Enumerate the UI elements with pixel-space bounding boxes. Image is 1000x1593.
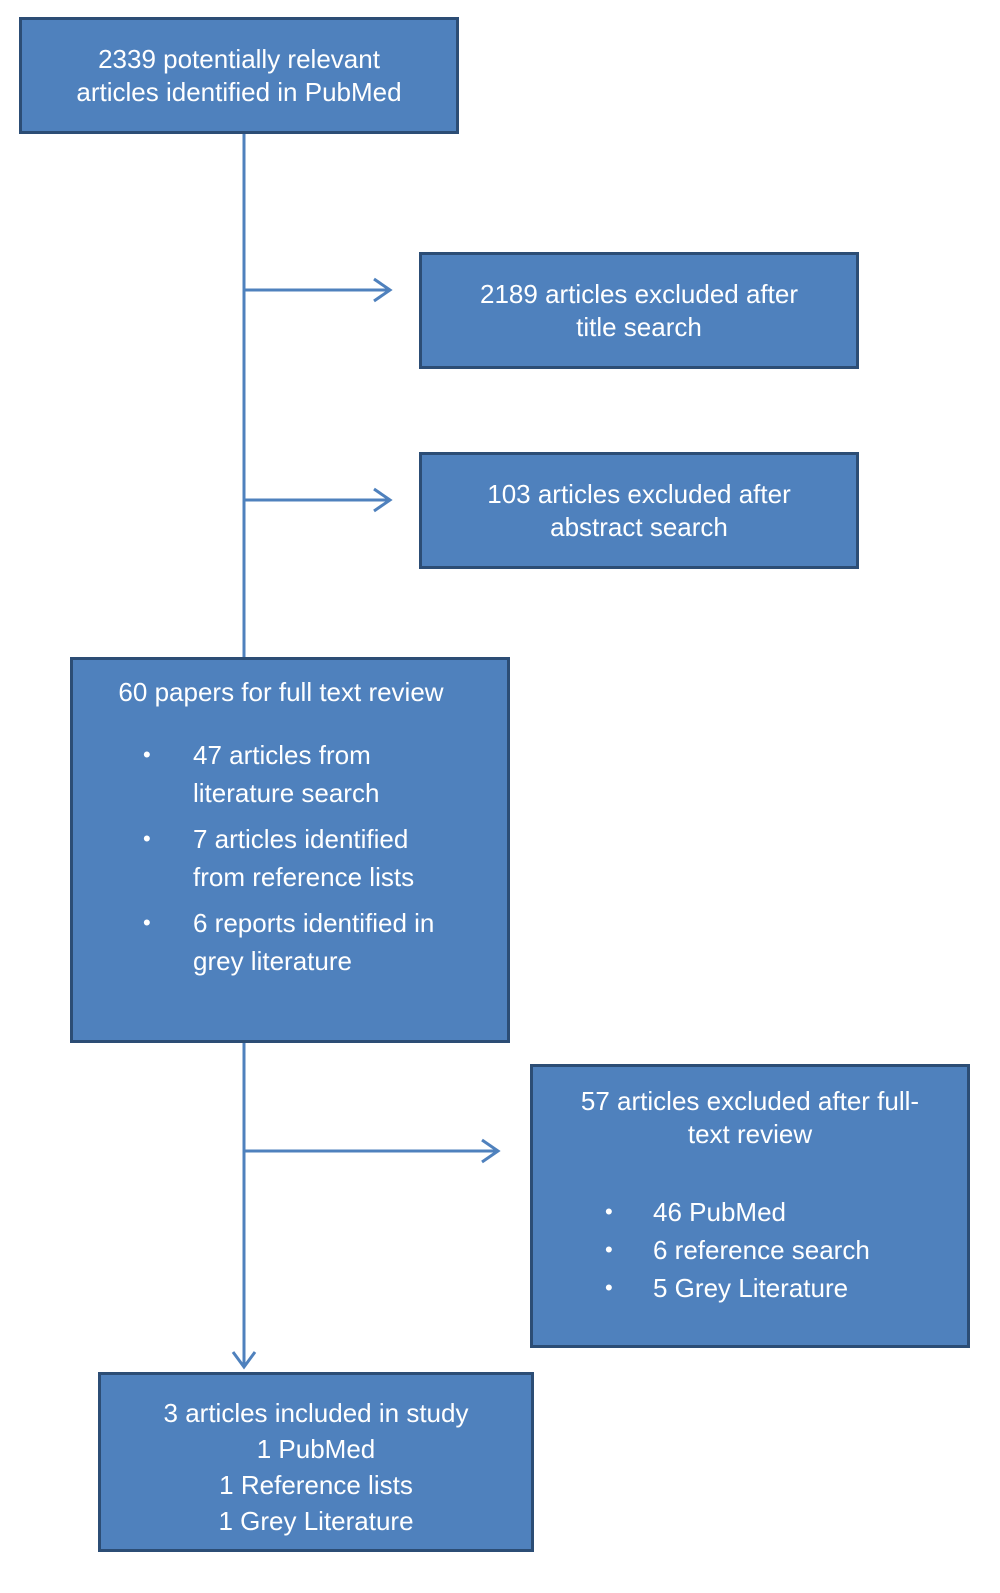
full-text-exclusion-item: • 6 reference search (533, 1231, 967, 1269)
full-text-review-item: • 47 articles from literature search (73, 736, 493, 812)
full-text-exclusion-item-label: 5 Grey Literature (653, 1273, 849, 1303)
full-text-review-item: • 7 articles identified from reference l… (73, 820, 493, 896)
full-text-exclusion-list: • 46 PubMed • 6 reference search • 5 Gre… (533, 1193, 967, 1307)
title-exclusion-line-2: title search (576, 311, 702, 342)
full-text-exclusion-item: • 46 PubMed (533, 1193, 967, 1231)
arrowhead-included (231, 1351, 257, 1370)
bullet-icon: • (605, 1199, 613, 1224)
full-text-exclusion-box: 57 articles excluded after full- text re… (530, 1064, 970, 1348)
bullet-icon: • (605, 1275, 613, 1300)
full-text-review-heading: 60 papers for full text review (118, 677, 444, 707)
identified-line-1: 2339 potentially relevant (98, 43, 380, 74)
abstract-exclusion-box: 103 articles excluded after abstract sea… (419, 452, 859, 569)
full-text-review-item-line-2: literature search (193, 778, 380, 808)
full-text-review-list: • 47 articles from literature search • 7… (73, 736, 507, 988)
full-text-exclusion-item-label: 46 PubMed (653, 1197, 786, 1227)
full-text-review-item-line-1: 6 reports identified in (193, 908, 435, 938)
abstract-exclusion-line-1: 103 articles excluded after (487, 478, 791, 509)
full-text-review-item-line-1: 7 articles identified (193, 824, 409, 854)
included-line-1: 3 articles included in study (163, 1398, 469, 1428)
arrowhead-fulltext-exclusion (481, 1138, 501, 1164)
full-text-review-item: • 6 reports identified in grey literatur… (73, 904, 493, 980)
full-text-exclusion-line-1: 57 articles excluded after full- (580, 1086, 920, 1116)
included-line-3: 1 Reference lists (219, 1470, 413, 1500)
full-text-review-item-line-2: grey literature (193, 946, 352, 976)
full-text-exclusion-item-label: 6 reference search (653, 1235, 870, 1265)
full-text-exclusion-line-2: text review (687, 1119, 813, 1149)
full-text-exclusion-heading: 57 articles excluded after full- text re… (533, 1085, 967, 1151)
title-exclusion-box: 2189 articles excluded after title searc… (419, 252, 859, 369)
arrowhead-title-exclusion (373, 277, 393, 303)
bullet-icon: • (143, 910, 151, 935)
title-exclusion-line-1: 2189 articles excluded after (480, 278, 798, 309)
included-line-4: 1 Grey Literature (218, 1506, 414, 1536)
full-text-review-item-line-2: from reference lists (193, 862, 415, 892)
full-text-review-box: 60 papers for full text review • 47 arti… (70, 657, 510, 1043)
bullet-icon: • (605, 1237, 613, 1262)
full-text-exclusion-item: • 5 Grey Literature (533, 1269, 967, 1307)
arrowhead-abstract-exclusion (373, 487, 393, 513)
included-line-2: 1 PubMed (256, 1434, 376, 1464)
identified-box: 2339 potentially relevant articles ident… (19, 17, 459, 134)
full-text-review-item-line-1: 47 articles from (193, 740, 371, 770)
abstract-exclusion-line-2: abstract search (550, 511, 728, 542)
included-box: 3 articles included in study 1 PubMed 1 … (98, 1372, 534, 1552)
identified-line-2: articles identified in PubMed (76, 76, 402, 107)
bullet-icon: • (143, 742, 151, 767)
bullet-icon: • (143, 826, 151, 851)
included-lines: 3 articles included in study 1 PubMed 1 … (101, 1395, 531, 1539)
